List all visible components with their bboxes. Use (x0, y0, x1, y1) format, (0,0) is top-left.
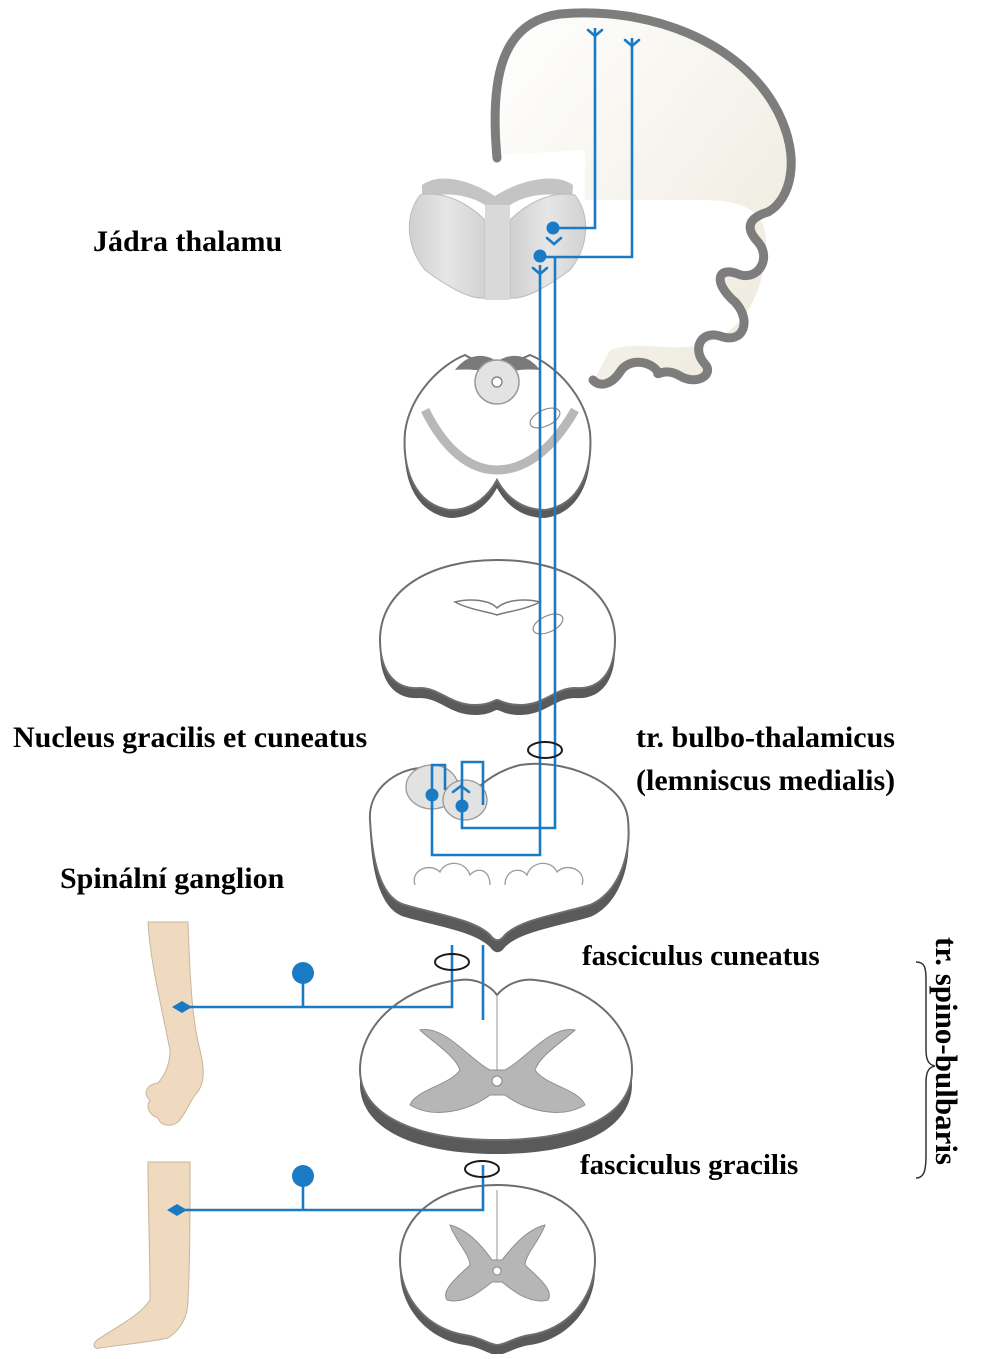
label-thalamus-nuclei: Jádra thalamu (93, 227, 282, 257)
midbrain-section (405, 355, 591, 518)
pons-section (380, 560, 615, 715)
label-lemniscus-medialis: (lemniscus medialis) (636, 766, 895, 796)
label-tract-spino-bulbaris: tr. spino-bulbaris (931, 937, 962, 1165)
label-spinal-ganglion: Spinální ganglion (60, 864, 284, 894)
label-nucleus-gracilis-cuneatus: Nucleus gracilis et cuneatus (13, 723, 367, 753)
arm-illustration (146, 922, 203, 1125)
leg-illustration (94, 1162, 190, 1348)
medulla-section (370, 764, 629, 953)
label-tract-bulbo-thalamicus: tr. bulbo-thalamicus (636, 723, 895, 753)
label-fasciculus-cuneatus: fasciculus cuneatus (582, 942, 820, 971)
label-fasciculus-gracilis: fasciculus gracilis (580, 1151, 798, 1180)
